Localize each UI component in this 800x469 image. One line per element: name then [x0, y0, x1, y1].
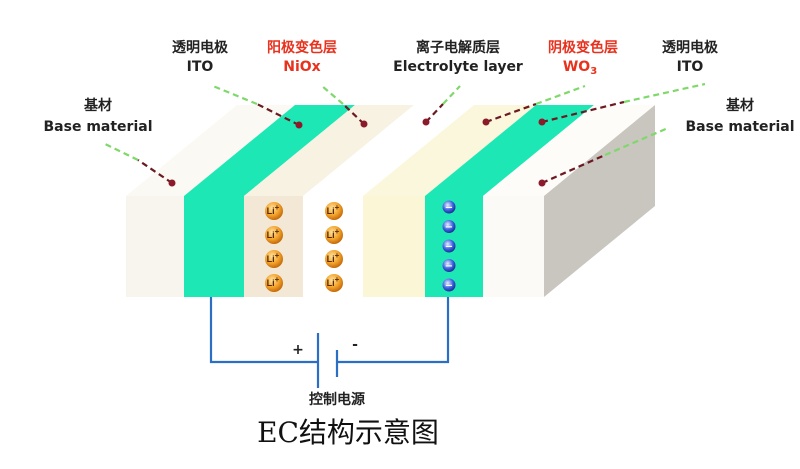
electron: − — [442, 239, 456, 253]
lithium-ion-charge: + — [275, 203, 280, 212]
lithium-ion-sphere — [325, 202, 343, 220]
layer-top-faces — [126, 105, 655, 196]
ion-group: Li+ Li+ Li+ Li+ Li+ Li+ Li+ Li+ − − − − − — [265, 200, 456, 292]
label-cn: 基材 — [726, 97, 754, 114]
electron-charge: − — [445, 222, 453, 233]
lithium-ion-sphere — [265, 274, 283, 292]
lithium-ion-sphere — [265, 202, 283, 220]
lithium-ion-charge: + — [335, 227, 340, 236]
lithium-ion: Li+ — [325, 250, 343, 268]
pointer-lines — [102, 82, 706, 185]
svg-text:WO3: WO3 — [563, 59, 597, 77]
ito-left-layer — [184, 196, 244, 297]
label-en: WO — [563, 59, 590, 75]
base-right-layer — [483, 196, 544, 297]
circuit — [209, 297, 450, 388]
label-electrolyte: 离子电解质层 Electrolyte layer — [393, 39, 523, 75]
label-cn: 阴极变色层 — [548, 39, 618, 56]
label-ito-right: 透明电极 ITO — [662, 39, 719, 75]
label-ito-left: 透明电极 ITO — [172, 39, 229, 75]
plus-sign: + — [292, 342, 304, 358]
wo3-layer — [363, 196, 425, 297]
lithium-ion: Li+ — [265, 250, 283, 268]
electron-charge: − — [445, 203, 453, 214]
lithium-ion: Li+ — [325, 226, 343, 244]
electron-sphere — [442, 220, 456, 233]
lithium-ion-sphere — [265, 226, 283, 244]
wire-left — [209, 297, 318, 364]
lithium-ion-sphere — [325, 250, 343, 268]
lithium-ion-charge: + — [335, 203, 340, 212]
electron-sphere — [442, 278, 456, 292]
lithium-ion: Li+ — [265, 226, 283, 244]
electron-sphere — [442, 239, 456, 253]
lithium-ion-sphere — [325, 274, 343, 292]
lithium-ion: Li+ — [265, 274, 283, 292]
pointer-dots — [168, 118, 546, 187]
label-en: Base material — [44, 119, 153, 135]
electron: − — [442, 278, 456, 292]
label-en: NiOx — [283, 59, 320, 75]
base-left-layer — [126, 196, 184, 297]
minus-sign: - — [352, 337, 358, 353]
label-subscript: 3 — [590, 66, 597, 77]
base-side-face — [544, 105, 655, 297]
label-base-left: 基材 Base material — [44, 97, 153, 135]
lithium-ion-charge: + — [275, 275, 280, 284]
lithium-ion: Li+ — [325, 274, 343, 292]
lithium-ion-charge: + — [275, 227, 280, 236]
lithium-ion-charge: + — [275, 251, 280, 260]
wire-right — [337, 297, 450, 364]
diagram-title: EC结构示意图 — [257, 416, 439, 449]
lithium-ion-sphere — [265, 250, 283, 268]
electron-charge: − — [445, 281, 453, 292]
lithium-ion: Li+ — [265, 202, 283, 220]
label-en: Electrolyte layer — [393, 59, 523, 75]
label-en: Base material — [686, 119, 795, 135]
electron-sphere — [442, 200, 456, 214]
label-wo3: 阴极变色层 WO3 — [548, 39, 618, 77]
label-cn: 透明电极 — [662, 39, 719, 56]
electron: − — [442, 200, 456, 214]
label-cn: 透明电极 — [172, 39, 229, 56]
electron-charge: − — [445, 242, 453, 253]
lithium-ion-charge: + — [335, 251, 340, 260]
label-cn: 离子电解质层 — [416, 39, 500, 56]
label-cn: 基材 — [84, 97, 112, 114]
label-cn: 阳极变色层 — [267, 39, 337, 56]
lithium-ion: Li+ — [325, 202, 343, 220]
lithium-ion-sphere — [325, 226, 343, 244]
electron: − — [442, 220, 456, 233]
label-niox: 阳极变色层 NiOx — [267, 39, 337, 75]
label-en: ITO — [187, 59, 214, 75]
electron-sphere — [442, 259, 456, 272]
lithium-ion-charge: + — [335, 275, 340, 284]
electron-charge: − — [445, 261, 453, 272]
power-source-label: 控制电源 — [309, 391, 365, 408]
label-en: ITO — [677, 59, 704, 75]
label-base-right: 基材 Base material — [686, 97, 795, 135]
electron: − — [442, 259, 456, 272]
